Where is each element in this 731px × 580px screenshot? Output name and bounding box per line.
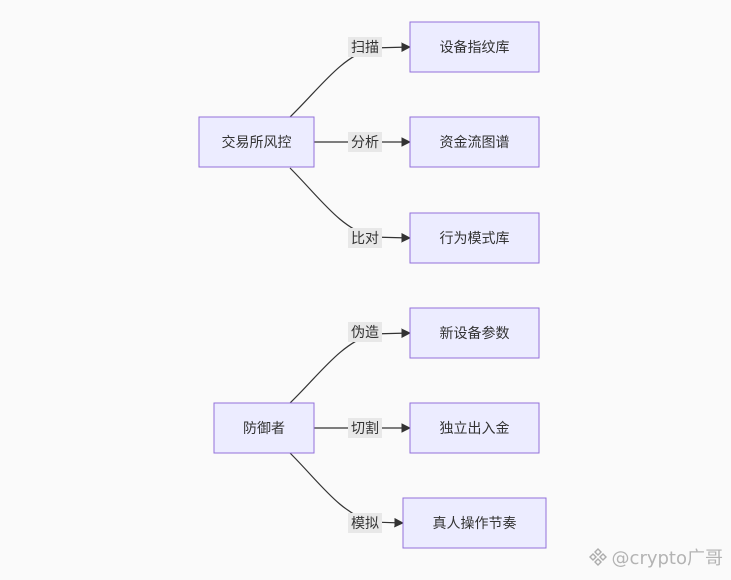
edge-label-text: 模拟 bbox=[351, 516, 379, 532]
edge-path bbox=[289, 42, 411, 118]
edge-label-text: 分析 bbox=[351, 135, 379, 151]
node-behavior-pattern-db[interactable]: 行为模式库 bbox=[409, 212, 540, 264]
node-label: 防御者 bbox=[243, 421, 285, 437]
edge-label-simulate: 模拟 bbox=[348, 513, 382, 533]
node-label: 行为模式库 bbox=[440, 231, 510, 247]
node-label: 交易所风控 bbox=[222, 134, 292, 151]
edge-path bbox=[289, 167, 411, 243]
watermark-text: @crypto广哥 bbox=[611, 548, 723, 569]
edge-path bbox=[289, 452, 404, 528]
node-independent-deposit-withdraw[interactable]: 独立出入金 bbox=[409, 402, 540, 454]
node-label: 设备指纹库 bbox=[440, 39, 510, 56]
edge-path bbox=[289, 328, 411, 404]
edge-label-text: 比对 bbox=[351, 231, 379, 247]
node-defender[interactable]: 防御者 bbox=[213, 402, 315, 454]
node-fund-flow-graph[interactable]: 资金流图谱 bbox=[409, 116, 540, 168]
edge-label-forge: 伪造 bbox=[348, 322, 382, 342]
node-label: 独立出入金 bbox=[440, 421, 510, 437]
edge-label-scan: 扫描 bbox=[348, 37, 382, 57]
diagram-group-defender: 伪造 切割 模拟 防御者 新设备参数 独立出入金 bbox=[213, 307, 547, 549]
node-device-fingerprint-db[interactable]: 设备指纹库 bbox=[409, 21, 540, 73]
edge-label-text: 伪造 bbox=[351, 325, 379, 341]
edge-label-compare: 比对 bbox=[348, 228, 382, 248]
binance-logo-icon bbox=[588, 548, 607, 566]
node-label: 新设备参数 bbox=[440, 325, 510, 342]
edge-label-text: 扫描 bbox=[351, 40, 379, 56]
node-exchange-risk-control[interactable]: 交易所风控 bbox=[198, 116, 315, 168]
edge-label-cut: 切割 bbox=[348, 418, 382, 438]
node-label: 真人操作节奏 bbox=[433, 516, 517, 532]
watermark: @crypto广哥 bbox=[588, 544, 723, 570]
node-new-device-params[interactable]: 新设备参数 bbox=[409, 307, 540, 359]
diagram-group-risk-control: 扫描 分析 比对 交易所风控 设备指纹库 资金流图谱 bbox=[198, 21, 540, 264]
edge-label-text: 切割 bbox=[351, 420, 379, 437]
edge-label-analyze: 分析 bbox=[348, 132, 382, 152]
node-human-operation-rhythm[interactable]: 真人操作节奏 bbox=[402, 497, 547, 549]
node-label: 资金流图谱 bbox=[440, 135, 510, 151]
